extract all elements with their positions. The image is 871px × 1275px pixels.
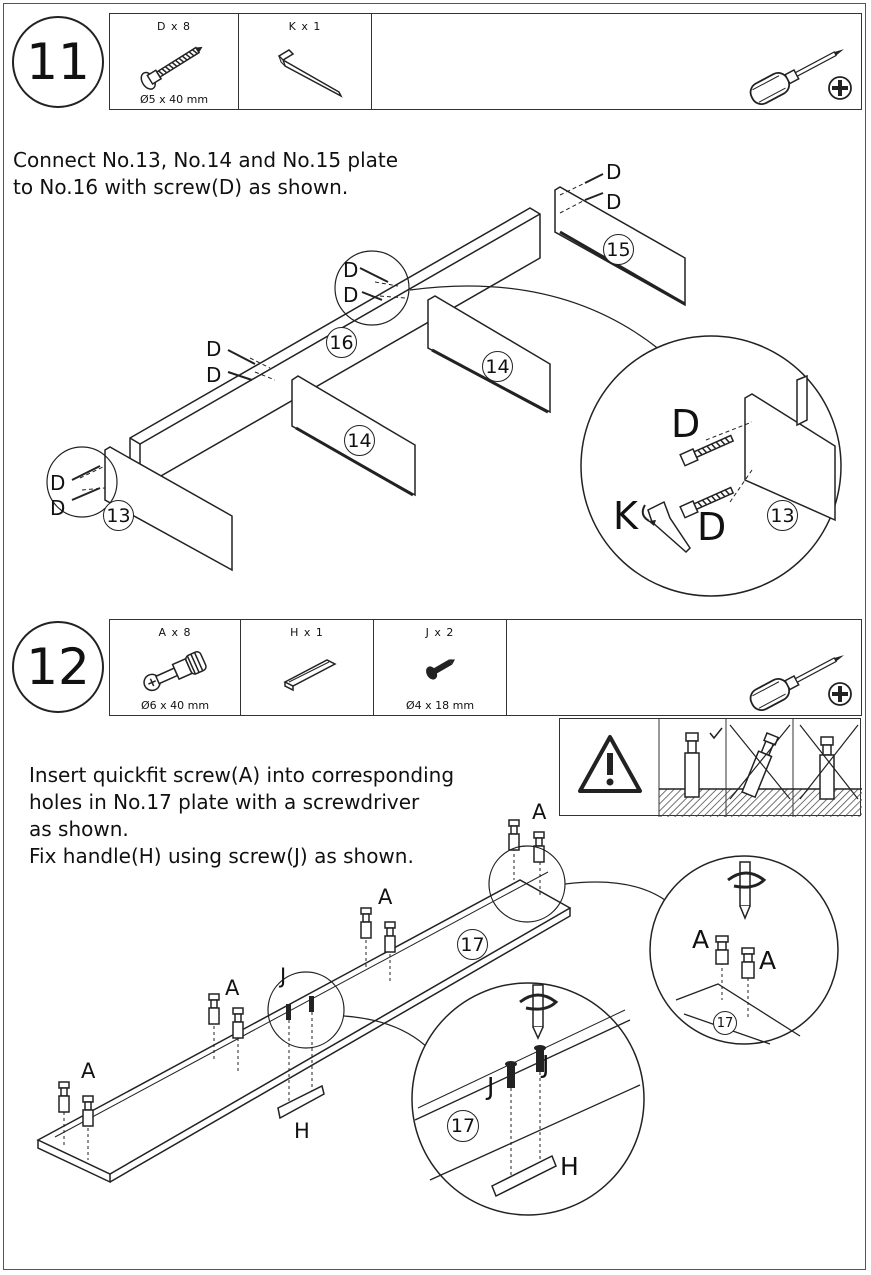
screw-label-d: D (343, 283, 359, 307)
zoom-label-d: D (697, 505, 727, 549)
screw-label-d: D (343, 258, 359, 282)
screw-label-j: J (280, 964, 287, 988)
screw-label-d: D (206, 363, 222, 387)
parts-table-step11: D x 8 Ø5 x 40 mm K x 1 (109, 13, 862, 110)
part-qty: A x 8 (158, 626, 192, 639)
part-cell-j: J x 2 Ø4 x 18 mm (374, 620, 507, 715)
part-cell-h: H x 1 (241, 620, 374, 715)
parts-table-step12: A x 8 Ø6 x 40 mm H x 1 J x 2 (109, 619, 862, 716)
instruction-line: as shown. (29, 817, 129, 841)
plate-number-17: 17 (457, 929, 488, 960)
step-number-12: 12 (12, 621, 104, 713)
short-screw-icon (426, 659, 455, 680)
phillips-screwdriver-icon (749, 49, 852, 105)
part-qty: D x 8 (157, 20, 191, 33)
page-frame (3, 3, 866, 1270)
quickfit-screw-icon (143, 651, 207, 692)
part-cell-k: K x 1 (239, 14, 372, 109)
phillips-screwdriver-icon (749, 655, 852, 711)
part-cell-a: A x 8 Ø6 x 40 mm (110, 620, 241, 715)
plate-number-17: 17 (713, 1011, 737, 1035)
plate-number-14: 14 (344, 425, 375, 456)
plate-number-14: 14 (482, 351, 513, 382)
handle-label-h: H (294, 1119, 310, 1143)
wrong-depth-icon (799, 724, 859, 800)
instruction-line: Insert quickfit screw(A) into correspond… (29, 763, 455, 787)
part-qty: H x 1 (290, 626, 324, 639)
step-number-11: 11 (12, 16, 104, 108)
instruction-step11: Connect No.13, No.14 and No.15 plate to … (13, 147, 398, 201)
part-cell-d: D x 8 Ø5 x 40 mm (110, 14, 239, 109)
correct-depth-icon (684, 727, 723, 798)
zoom-label-d: D (671, 402, 701, 446)
plate-number-16: 16 (326, 327, 357, 358)
plate-number-17: 17 (447, 1110, 479, 1142)
long-screw-icon (140, 46, 203, 90)
screw-label-d: D (606, 160, 622, 184)
plate-number-13: 13 (767, 500, 798, 531)
screw-label-d: D (50, 471, 66, 495)
plate-number-15: 15 (603, 234, 634, 265)
screw-label-d: D (206, 337, 222, 361)
instruction-line: Fix handle(H) using screw(J) as shown. (29, 844, 414, 868)
wrong-tilt-icon (729, 724, 791, 800)
allen-key-icon (277, 49, 343, 98)
plate-number-13: 13 (103, 500, 134, 531)
part-spec: Ø4 x 18 mm (405, 699, 475, 712)
instruction-line: to No.16 with screw(D) as shown. (13, 175, 349, 199)
part-spec: Ø5 x 40 mm (139, 93, 209, 106)
instruction-line: holes in No.17 plate with a screwdriver (29, 790, 420, 814)
zoom-label-k: K (613, 494, 638, 538)
quickfit-label-a: A (81, 1059, 96, 1083)
part-spec: Ø6 x 40 mm (140, 699, 210, 712)
quickfit-label-a: A (225, 976, 240, 1000)
quickfit-label-a: A (378, 885, 393, 909)
zoom-label-a: A (759, 946, 777, 975)
instruction-line: Connect No.13, No.14 and No.15 plate (13, 148, 399, 172)
instruction-step12: Insert quickfit screw(A) into correspond… (29, 762, 454, 870)
part-qty: K x 1 (288, 20, 322, 33)
quickfit-label-a: A (532, 800, 547, 824)
part-qty: J x 2 (425, 626, 455, 639)
zoom-label-j: J (542, 1050, 550, 1079)
zoom-label-j: J (487, 1072, 495, 1101)
warning-panel (559, 718, 862, 817)
zoom-label-h: H (560, 1152, 579, 1181)
warning-triangle-icon (578, 735, 642, 793)
warning-panel-drawing (578, 719, 862, 817)
zoom-label-a: A (692, 925, 710, 954)
screw-label-d: D (50, 496, 66, 520)
screw-label-d: D (606, 190, 622, 214)
handle-icon (283, 659, 337, 692)
